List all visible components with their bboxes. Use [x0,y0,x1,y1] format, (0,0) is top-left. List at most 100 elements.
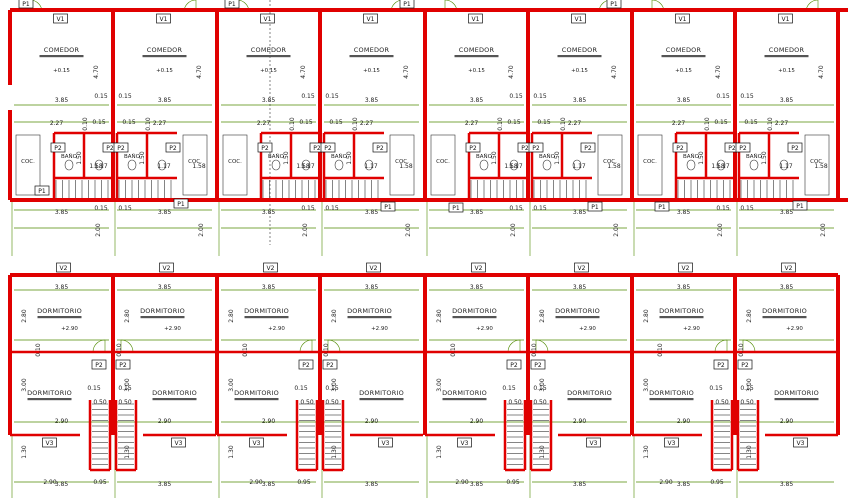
gf-kitchen-counter-7 [804,134,830,196]
uf-room-bedroom-top-0-underline [37,316,82,319]
gf-room-bath-3: BAÑO [331,153,348,160]
gf-sink-0 [94,159,104,171]
uf-window-tag3-2-box [249,437,264,448]
uf-room-bedroom-top-2-underline [244,316,289,319]
uf-dim-stair-bottom-2: 0.95 [506,479,520,486]
gf-door-tag-bottom-4-box [587,201,603,212]
gf-level-5: +0.15 [571,68,588,74]
gf-kitchen-counter-4 [430,134,456,196]
gf-door-tag-top-1: P1 [228,1,236,8]
gf-dim-depth-6: 4.70 [715,65,722,79]
uf-dim-stair-w-4: 0.50 [508,399,522,406]
uf-level-7: +2.90 [786,326,803,332]
gf-door-tag-bath2-5: P2 [584,145,592,152]
gf-door-tag-bath2-1-box [165,142,181,153]
gf-dim-small-7: 0.10 [767,117,774,131]
gf-dim-wall-1: 0.15 [118,93,132,100]
uf-dim-bottom-6: 3.85 [677,481,691,488]
uf-dim-depth-5: 2.80 [539,309,546,323]
uf-dim-small-1: 0.10 [116,343,123,357]
uf-dim-small-0: 0.10 [35,343,42,357]
uf-dim-room-bottom-3: 2.90 [659,479,673,486]
uf-window-tag-6-box [678,262,693,273]
gf-dim-front-0: 2.00 [95,223,102,237]
gf-level-6: +0.15 [675,68,692,74]
gf-toilet-1 [127,159,137,171]
uf-room-bedroom-top-5-underline [555,316,600,319]
gf-dim-front-2: 2.00 [302,223,309,237]
gf-room-bath-6: BAÑO [683,153,700,160]
gf-dim-bottom-wall-7: 0.15 [740,205,754,212]
uf-door-swing-7 [742,339,756,353]
gf-dim-width-1: 3.85 [158,97,172,104]
gf-door-tag-bath2-0: P2 [106,145,114,152]
uf-dim-depth2-3: 3.00 [331,378,338,392]
gf-dim-small-0: 0.10 [82,117,89,131]
gf-door-tag-bath-3: P2 [324,145,332,152]
uf-dim-depth3-3: 1.30 [331,445,338,459]
uf-level-4: +2.90 [476,326,493,332]
gf-dim-bottom-0: 3.85 [55,209,69,216]
gf-room-dining-2: COMEDOR [251,46,287,54]
uf-room-bedroom-bottom-0-underline [27,398,72,401]
gf-dim-bottom-wall-4: 0.15 [509,205,523,212]
uf-dim-width-3: 3.85 [365,284,379,291]
gf-toilet-5 [542,159,552,171]
uf-room-bedroom-top-7: DORMITORIO [762,307,807,315]
gf-dim-bath-h-3: 1.50 [346,151,353,165]
gf-door-tag-top-1-box [224,0,240,9]
gf-room-dining-6-underline [661,55,706,58]
gf-dim-bottom-6: 3.85 [677,209,691,216]
gf-door-tag-bath-4: P2 [469,145,477,152]
gf-room-kitchen-6: COC. [643,159,657,165]
gf-sink-4 [509,159,519,171]
gf-window-tag-0-box [53,13,68,24]
uf-dim-stair-bottom-3: 0.95 [710,479,724,486]
uf-dim-small-2: 0.10 [242,343,249,357]
uf-door-tag-7-box [737,359,753,370]
gf-window-tag-3-box [363,13,378,24]
gf-dim-bath-w-3: 1.17 [364,163,378,170]
uf-room-bedroom-bottom-2-underline [234,398,279,401]
uf-room-bedroom-bottom-6-underline [649,398,694,401]
gf-toilet-6 [686,159,696,171]
uf-room-bedroom-bottom-0: DORMITORIO [27,389,72,397]
uf-dim-depth-7: 2.80 [746,309,753,323]
gf-room-dining-3: COMEDOR [354,46,390,54]
gf-dim-bath-1: 1.58 [192,163,206,170]
fixtures-layer [15,134,830,465]
uf-room-bedroom-top-1-underline [140,316,185,319]
gf-dim-small-5: 0.10 [560,117,567,131]
gf-kitchen-counter-1 [182,134,208,196]
uf-door-tag-0-box [91,359,107,370]
gf-dim-width-3: 3.85 [365,97,379,104]
gf-door-tag-bath-5: P2 [532,145,540,152]
gf-sink-3 [364,159,374,171]
gf-dim-bath-w-7: 1.17 [779,163,793,170]
gf-door-tag-bath-0-box [50,142,66,153]
gf-door-tag-top-0-box [18,0,34,9]
gf-dim-inner-5: 2.27 [568,120,582,127]
uf-dim-room-2: 2.90 [262,418,276,425]
uf-dim-small-4: 0.10 [450,343,457,357]
gf-level-3: +0.15 [363,68,380,74]
uf-dim-depth-4: 2.80 [436,309,443,323]
gf-door-tag-bath-7: P2 [739,145,747,152]
gf-room-kitchen-7: COC. [810,159,824,165]
uf-window-tag3-1: V3 [175,440,183,447]
gf-door-tag-bottom-3: P1 [452,205,460,212]
uf-dim-bottom-7: 3.85 [780,481,794,488]
uf-dim-stair-bottom-1: 0.95 [297,479,311,486]
gf-dim-wall-0: 0.15 [94,93,108,100]
gf-dim-bath-2: 1.58 [296,163,310,170]
gf-door-tag-bottom-1-box [173,198,189,209]
gf-level-2: +0.15 [260,68,277,74]
gf-dim-wall2-1: 0.15 [122,119,136,126]
uf-dim-wall-7: 0.15 [740,385,754,392]
gf-room-dining-7-underline [764,55,809,58]
uf-room-bedroom-top-7-underline [762,316,807,319]
uf-dim-width-5: 3.85 [573,284,587,291]
uf-window-tag3-0: V3 [46,440,54,447]
uf-room-bedroom-bottom-5: DORMITORIO [567,389,612,397]
uf-dim-wall-2: 0.15 [294,385,308,392]
